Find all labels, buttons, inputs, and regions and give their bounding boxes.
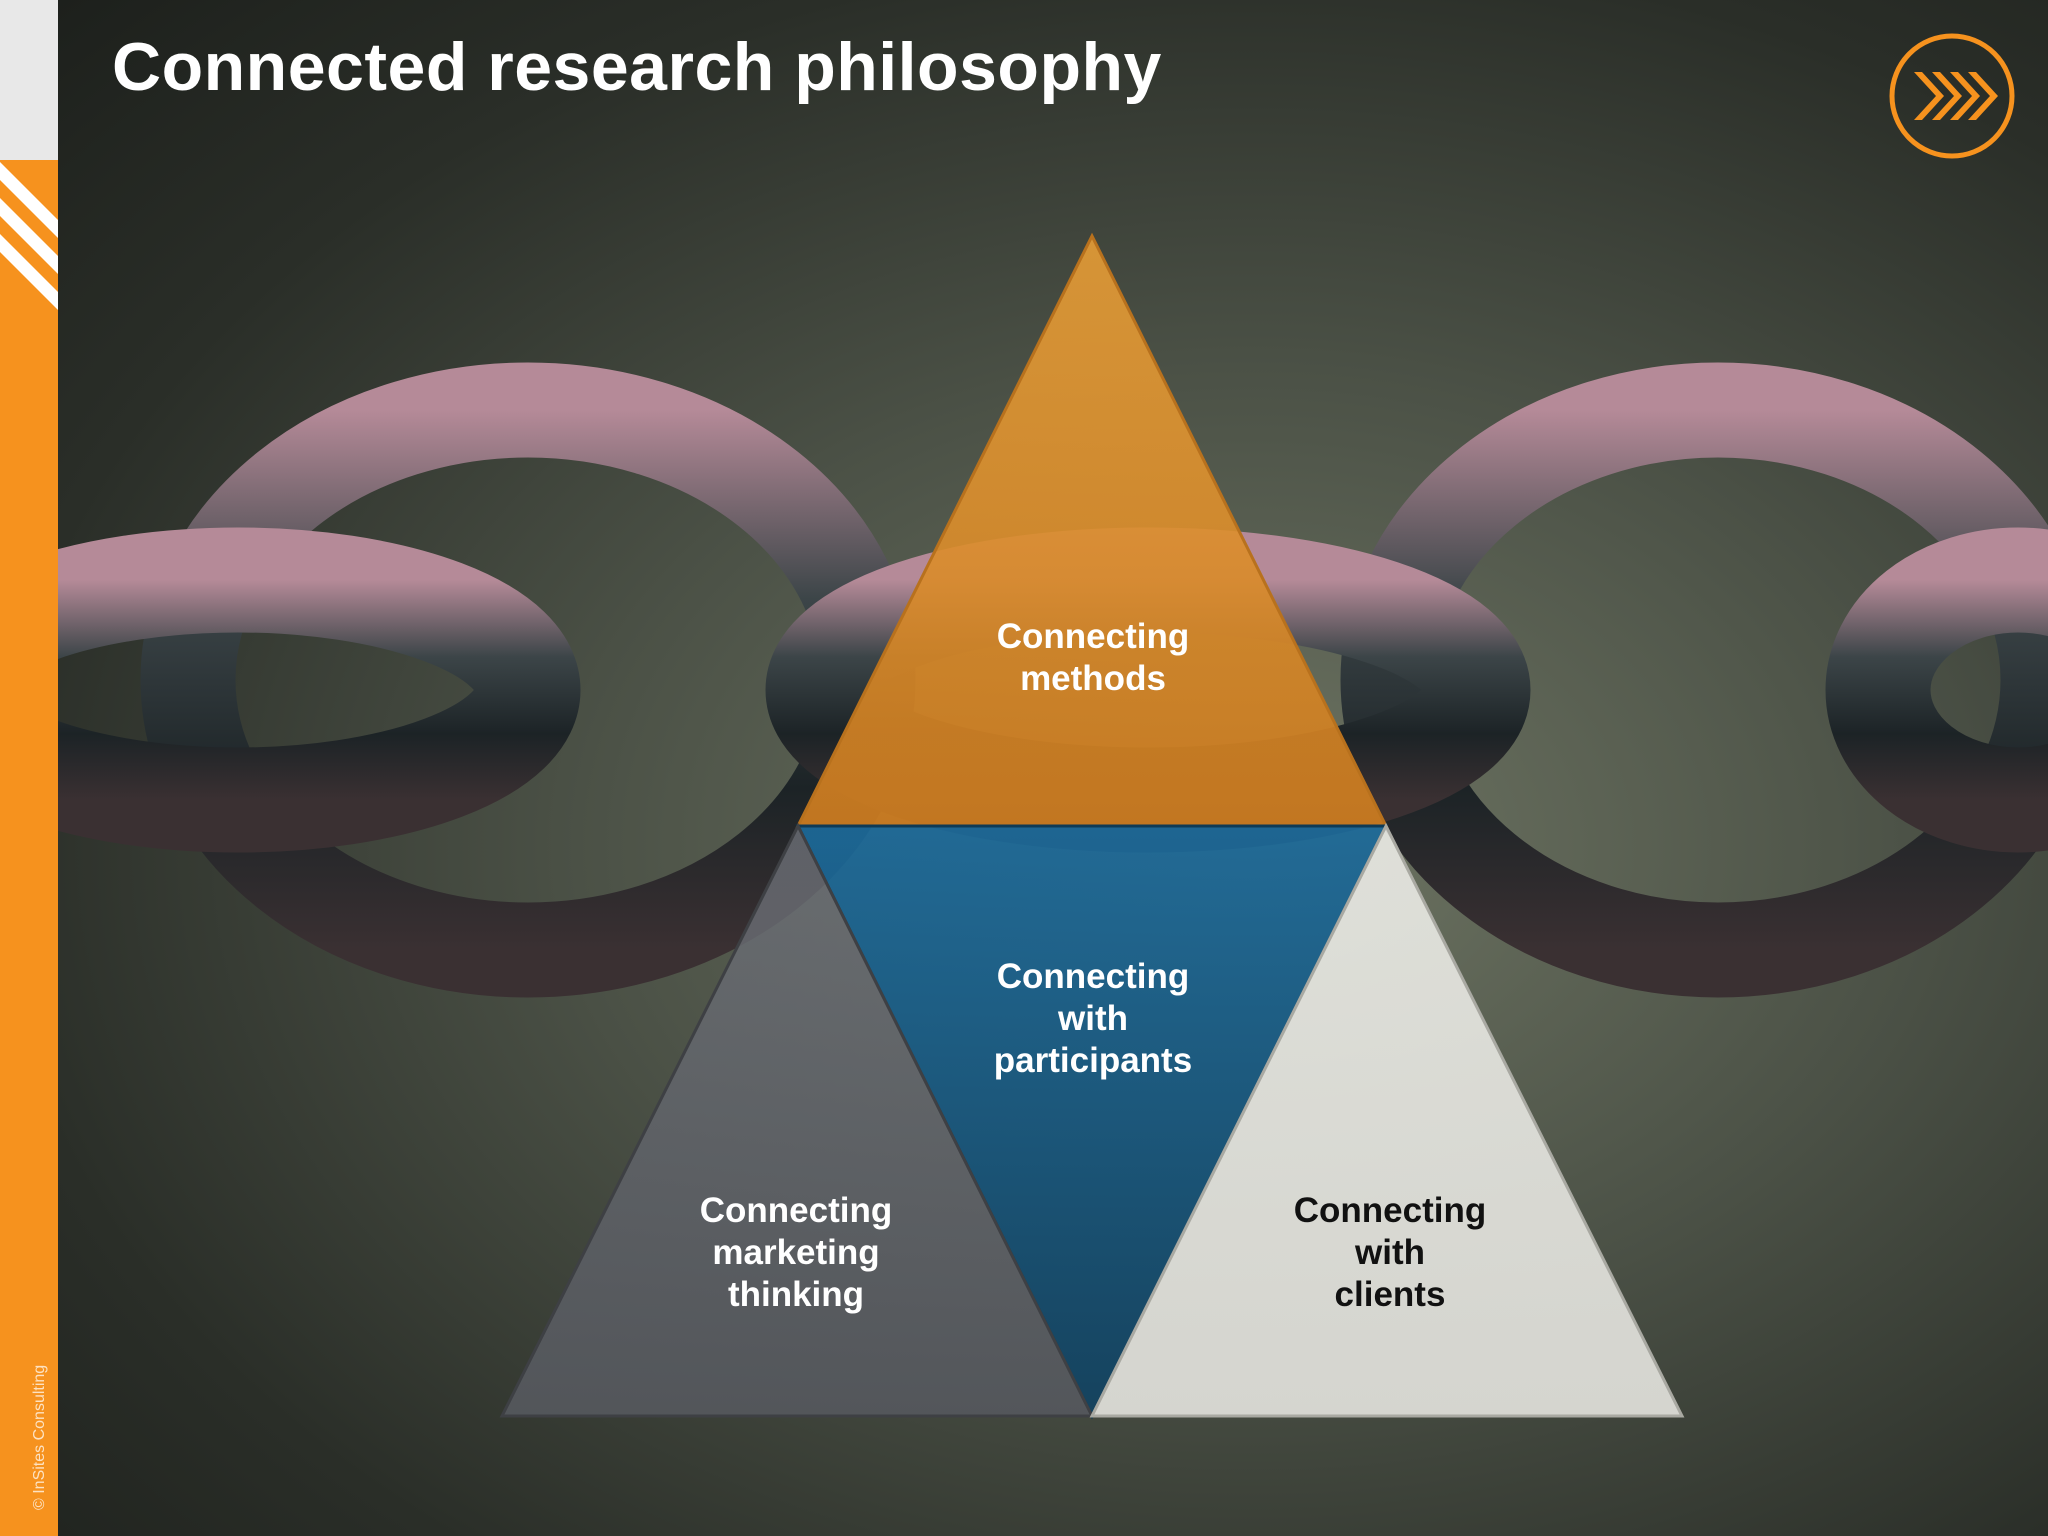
label-connecting-marketing: Connecting marketing thinking <box>699 1191 893 1314</box>
label-connecting-methods: Connecting methods <box>996 617 1190 698</box>
label-connecting-participants: Connecting with participants <box>993 957 1193 1080</box>
brand-side-strip: © InSites Consulting <box>0 0 58 1536</box>
fast-forward-circle-icon <box>1889 33 2015 159</box>
triangle-methods <box>795 232 1389 828</box>
slide-title: Connected research philosophy <box>112 29 1162 105</box>
triangle-clients <box>1089 822 1685 1418</box>
label-connecting-clients: Connecting with clients <box>1293 1191 1487 1314</box>
side-strip-top <box>0 0 58 160</box>
triangle-marketing <box>499 822 1095 1418</box>
diagonal-stripes-icon <box>0 162 58 310</box>
chain-background-photo <box>58 0 2048 1536</box>
